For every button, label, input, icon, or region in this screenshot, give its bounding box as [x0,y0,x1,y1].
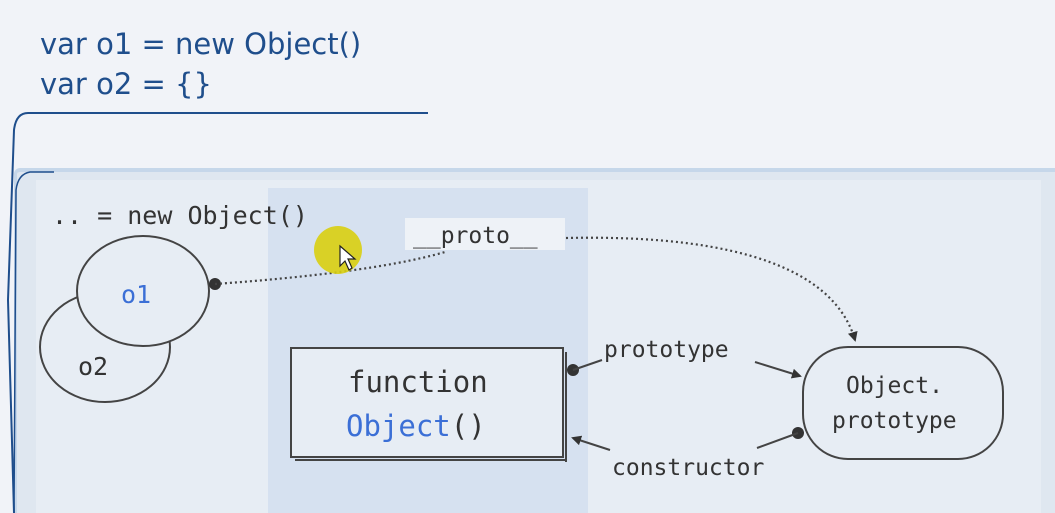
cursor-highlight [314,226,362,274]
diagram-caption: .. = new Object() [52,201,308,230]
diagram-bracket-line [13,171,54,513]
mouse-pointer-icon [339,244,357,271]
object-prototype-box [802,346,1004,460]
instance-o2-label: o2 [78,352,108,381]
function-keyword: function [348,365,488,399]
constructor-label: constructor [612,455,764,481]
prototype-label: prototype [604,337,729,363]
function-object-box [290,347,564,458]
proto-link-line-right [565,236,858,342]
constructor-link-line-right [756,432,799,449]
proto-label: __proto__ [413,223,538,249]
code-line-literal-object: var o2 = {} [40,67,212,101]
proto-label-box [405,218,565,250]
instance-o1-label: o1 [121,280,151,309]
function-name-line: Object() [346,409,486,443]
code-bracket-line [6,112,428,513]
prototype-link-line-right [754,361,802,379]
constructor-link-line-left [571,435,611,451]
function-name: Object [346,409,451,443]
code-line-new-object: var o1 = new Object() [40,27,362,61]
object-prototype-line1: Object. [846,373,943,399]
prototype-link-line-left [572,359,603,371]
object-prototype-line2: prototype [832,408,957,434]
function-parens: () [451,409,486,443]
instance-o1-ellipse [76,235,210,347]
